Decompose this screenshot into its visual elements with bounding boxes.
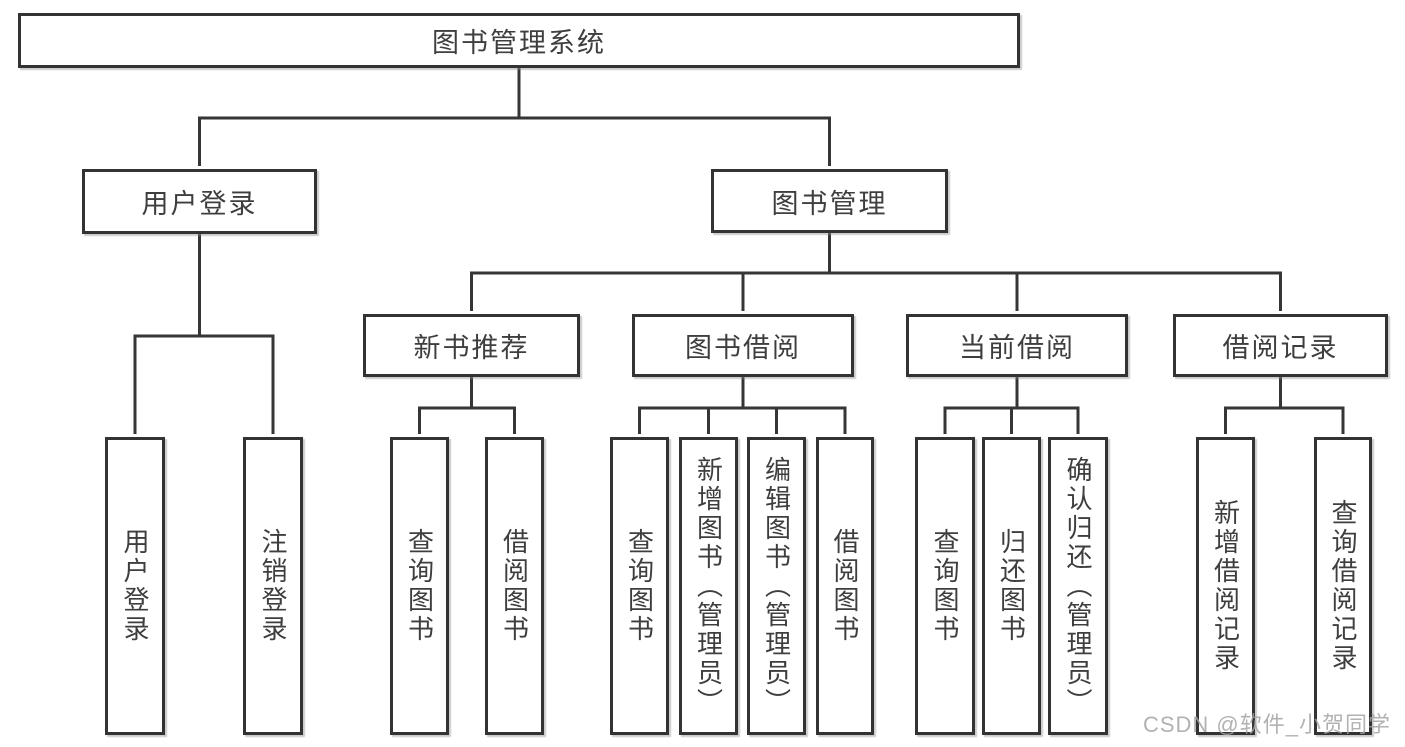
node-login: 用户登录 <box>105 437 165 735</box>
node-borrow-record: 借阅记录 <box>1173 314 1388 377</box>
edges-book-borrow <box>638 377 847 434</box>
node-nbr-query: 查询图书 <box>390 437 449 735</box>
edges-borrow-record <box>1224 377 1345 434</box>
node-new-book-rec: 新书推荐 <box>363 314 580 377</box>
node-book-mgmt: 图书管理 <box>711 169 948 233</box>
csdn-watermark: CSDN @软件_小贺同学 <box>1142 712 1391 737</box>
node-bb-query: 查询图书 <box>610 437 669 735</box>
node-cb-confirm: 确认归还（管理员） <box>1048 437 1108 735</box>
node-current-borrow: 当前借阅 <box>906 314 1128 377</box>
node-nbr-borrow: 借阅图书 <box>485 437 544 735</box>
node-user-login: 用户登录 <box>82 169 317 234</box>
edges-root <box>198 68 831 166</box>
edges-book-mgmt <box>470 233 1282 311</box>
node-bb-edit: 编辑图书（管理员） <box>747 437 806 735</box>
edges-user-login <box>133 234 275 434</box>
node-cb-query: 查询图书 <box>915 437 975 735</box>
edges-current-borrow <box>943 377 1080 434</box>
node-bb-borrow: 借阅图书 <box>816 437 874 735</box>
edges-new-book-rec <box>418 377 516 434</box>
node-br-query: 查询借阅记录 <box>1314 437 1372 735</box>
node-root: 图书管理系统 <box>18 13 1020 68</box>
node-br-add: 新增借阅记录 <box>1196 437 1255 735</box>
node-bb-add: 新增图书（管理员） <box>679 437 738 735</box>
node-book-borrow: 图书借阅 <box>632 314 854 377</box>
node-cb-return: 归还图书 <box>982 437 1041 735</box>
node-logout: 注销登录 <box>243 437 303 735</box>
